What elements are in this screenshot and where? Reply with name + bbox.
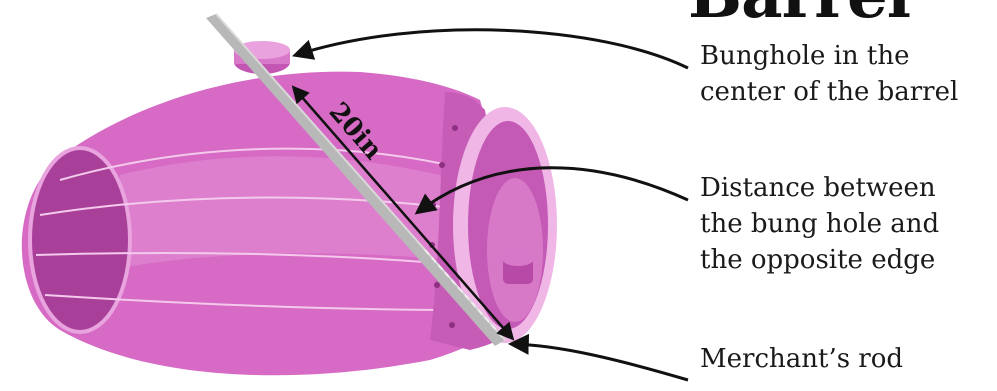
bunghole-label-line-2: center of the barrel [700,77,959,107]
barrel-left-opening [30,148,130,332]
distance-label-line-2: the bung hole and [700,209,940,239]
distance-callout-arrow [414,166,689,215]
barrel-left-rim [28,146,132,334]
rod-callout-arrow [507,333,689,382]
measurement-line [291,85,515,341]
bunghole-label-line-1: Bunghole in the [700,41,910,71]
rod-label-text: Merchant’s rod [700,344,904,374]
rod-label: Merchant’s rod [700,341,903,377]
bunghole-label: Bunghole in the center of the barrel [700,38,958,110]
distance-label: Distance between the bung hole and the o… [700,170,939,278]
distance-label-line-3: the opposite edge [700,245,936,275]
distance-label-line-1: Distance between [700,173,936,203]
barrel-inside-floor [487,178,543,322]
bunghole-callout-arrow [292,28,689,70]
diagram-title: Barrel [688,0,911,33]
callout-arrows [292,28,689,382]
inner-bung-top [503,254,533,266]
